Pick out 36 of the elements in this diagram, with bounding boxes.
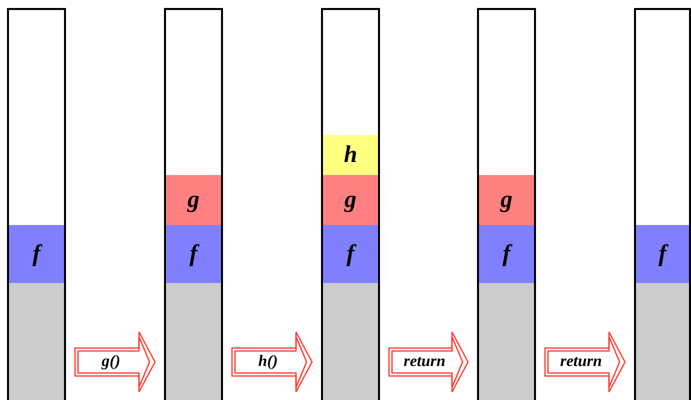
stack-frame <box>479 225 534 283</box>
block-arrow <box>74 331 156 393</box>
function-name: g <box>344 188 356 212</box>
stack-frame <box>166 175 221 225</box>
stack-column <box>164 8 223 400</box>
stack-base-block <box>9 283 64 400</box>
stack-frame <box>323 225 378 283</box>
function-name: f <box>32 242 40 266</box>
function-name: h <box>344 143 358 167</box>
function-name: f <box>658 242 666 266</box>
block-arrow <box>231 331 313 393</box>
function-name: g <box>188 188 200 212</box>
stack-frame <box>479 175 534 225</box>
stack-frame <box>323 135 378 175</box>
function-name: f <box>190 242 198 266</box>
stack-frame <box>636 225 689 283</box>
block-arrow <box>388 331 469 393</box>
stack-frame <box>323 175 378 225</box>
stack-frame <box>166 225 221 283</box>
edge-label: return <box>560 354 602 370</box>
stack-base-block <box>166 283 221 400</box>
stack-base-block <box>479 283 534 400</box>
edge-label: g() <box>102 354 120 370</box>
function-name: f <box>346 242 354 266</box>
stack-column <box>477 8 536 400</box>
edge-label: return <box>404 354 446 370</box>
block-arrow <box>544 331 626 393</box>
stack-column <box>321 8 380 400</box>
stack-base-block <box>636 283 689 400</box>
stack-base-block <box>323 283 378 400</box>
stack-frame <box>9 225 64 283</box>
function-name: f <box>502 242 510 266</box>
stack-column <box>634 8 691 400</box>
stack-column <box>7 8 66 400</box>
edge-label: h() <box>258 354 278 370</box>
function-name: g <box>500 188 512 212</box>
